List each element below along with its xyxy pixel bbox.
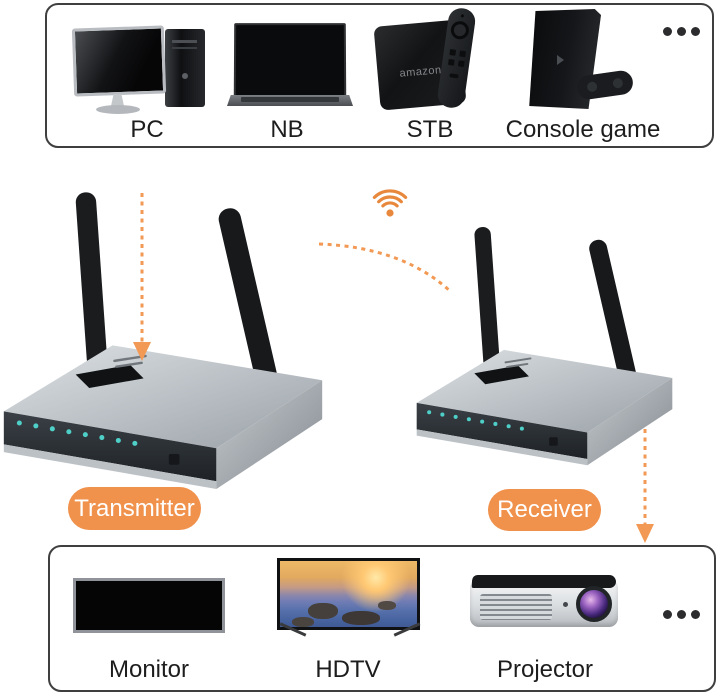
monitor-icon — [73, 578, 225, 633]
stb-brand-text: amazon — [399, 64, 443, 80]
stb-icon: amazon — [373, 6, 499, 117]
notebook-icon — [227, 23, 353, 117]
projector-icon — [470, 575, 620, 631]
hdtv-label: HDTV — [315, 656, 381, 683]
projector-lens — [576, 586, 612, 622]
hdtv-screen — [277, 558, 420, 630]
game-console-icon — [521, 9, 655, 117]
more-displays-icon — [663, 610, 700, 619]
hdtv-scene-rock — [378, 601, 396, 610]
source-devices-panel: amazon PC NB STB Console game — [45, 3, 714, 148]
nb-label: NB — [270, 116, 304, 143]
remote-mic-hole — [460, 14, 465, 18]
notebook-screen — [233, 23, 347, 96]
transmitter-badge: Transmitter — [68, 487, 201, 530]
wifi-icon — [372, 189, 408, 217]
notebook-keyboard — [241, 97, 339, 102]
hdtv-icon — [277, 558, 423, 644]
pc-monitor-stand — [111, 94, 124, 106]
pc-tower — [165, 29, 205, 107]
remote-buttons — [448, 49, 466, 67]
display-devices-panel: Monitor HDTV Projector — [48, 545, 716, 692]
projector-indicator — [563, 602, 568, 607]
pc-icon — [71, 23, 233, 117]
console-label: Console game — [505, 116, 661, 143]
pc-tower-power-button — [182, 73, 188, 79]
pc-monitor-screen — [71, 25, 167, 97]
transmitter-device-image — [0, 190, 328, 491]
console-logo-mark — [557, 55, 564, 65]
pc-tower-drive-slot2 — [172, 47, 197, 49]
pc-monitor-base — [96, 105, 140, 114]
projector-grille — [480, 594, 552, 620]
remote-nav-ring — [449, 20, 471, 41]
more-sources-icon — [663, 27, 700, 36]
pc-tower-drive-slot — [172, 40, 197, 43]
pc-label: PC — [130, 116, 164, 143]
receiver-badge: Receiver — [488, 489, 601, 531]
hdtv-scene-rock — [292, 617, 314, 627]
stb-label: STB — [406, 116, 454, 143]
hdtv-scene-rock — [342, 611, 380, 625]
hdtv-scene-rock — [308, 603, 338, 619]
projector-label: Projector — [496, 656, 594, 683]
remote-bottom-button — [449, 73, 459, 79]
receiver-device-image — [412, 225, 677, 467]
monitor-label: Monitor — [108, 656, 190, 683]
